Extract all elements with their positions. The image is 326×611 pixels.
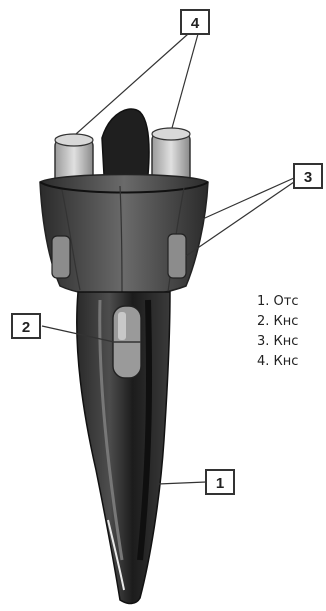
callout-3-label: 3 — [304, 169, 312, 186]
legend-item-1: 1. Отс — [257, 292, 326, 312]
head-body — [40, 175, 208, 297]
callout-2-label: 2 — [22, 319, 30, 336]
slider-button — [113, 306, 141, 378]
central-fin — [102, 109, 149, 175]
callout-2: 2 — [12, 314, 40, 338]
callout-3: 3 — [294, 164, 322, 188]
legend-item-3: 3. Кнс — [257, 332, 326, 352]
callout-1-label: 1 — [216, 475, 224, 492]
callout-4-label: 4 — [191, 15, 200, 32]
device-illustration — [40, 109, 208, 604]
legend-item-2: 2. Кнс — [257, 312, 326, 332]
callout-1: 1 — [206, 470, 234, 494]
callout-4: 4 — [181, 10, 209, 34]
legend-item-4: 4. Кнс — [257, 352, 326, 372]
legend: 1. Отс 2. Кнс 3. Кнс 4. Кнс — [257, 292, 326, 372]
